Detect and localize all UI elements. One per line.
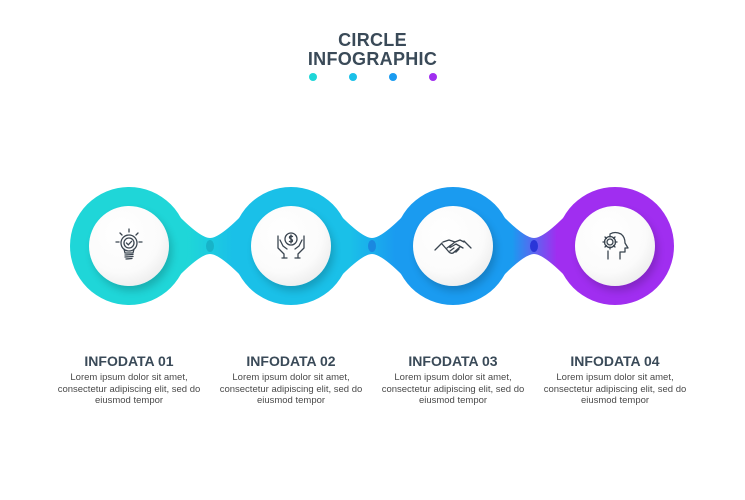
hands-dollar-coin-icon bbox=[277, 232, 305, 259]
step-1-label: INFODATA 01 Lorem ipsum dolor sit amet, … bbox=[54, 353, 204, 407]
step-3-title: INFODATA 03 bbox=[408, 353, 498, 369]
step-4-text: Lorem ipsum dolor sit amet, consectetur … bbox=[543, 372, 687, 406]
step-2-label: INFODATA 02 Lorem ipsum dolor sit amet, … bbox=[216, 353, 366, 407]
title-line-1: CIRCLE bbox=[338, 30, 407, 50]
step-4-title: INFODATA 04 bbox=[570, 353, 660, 369]
dot-1 bbox=[309, 73, 317, 81]
dot-2 bbox=[349, 73, 357, 81]
step-2-text: Lorem ipsum dolor sit amet, consectetur … bbox=[219, 372, 363, 406]
color-dots bbox=[0, 73, 745, 83]
step-1-bubble bbox=[89, 206, 169, 286]
step-3-text: Lorem ipsum dolor sit amet, consectetur … bbox=[381, 372, 525, 406]
step-2-bubble bbox=[251, 206, 331, 286]
page-title: CIRCLE INFOGRAPHIC bbox=[0, 31, 745, 69]
step-4-bubble bbox=[575, 206, 655, 286]
dot-4 bbox=[429, 73, 437, 81]
lightbulb-check-icon bbox=[115, 228, 143, 260]
step-4-label: INFODATA 04 Lorem ipsum dolor sit amet, … bbox=[540, 353, 690, 407]
step-3-bubble bbox=[413, 206, 493, 286]
step-3-label: INFODATA 03 Lorem ipsum dolor sit amet, … bbox=[378, 353, 528, 407]
step-1-title: INFODATA 01 bbox=[84, 353, 174, 369]
title-line-2: INFOGRAPHIC bbox=[307, 49, 438, 69]
head-gear-icon bbox=[602, 231, 629, 260]
step-2-title: INFODATA 02 bbox=[246, 353, 336, 369]
dot-3 bbox=[389, 73, 397, 81]
step-1-text: Lorem ipsum dolor sit amet, consectetur … bbox=[57, 372, 201, 406]
handshake-icon bbox=[434, 239, 472, 254]
